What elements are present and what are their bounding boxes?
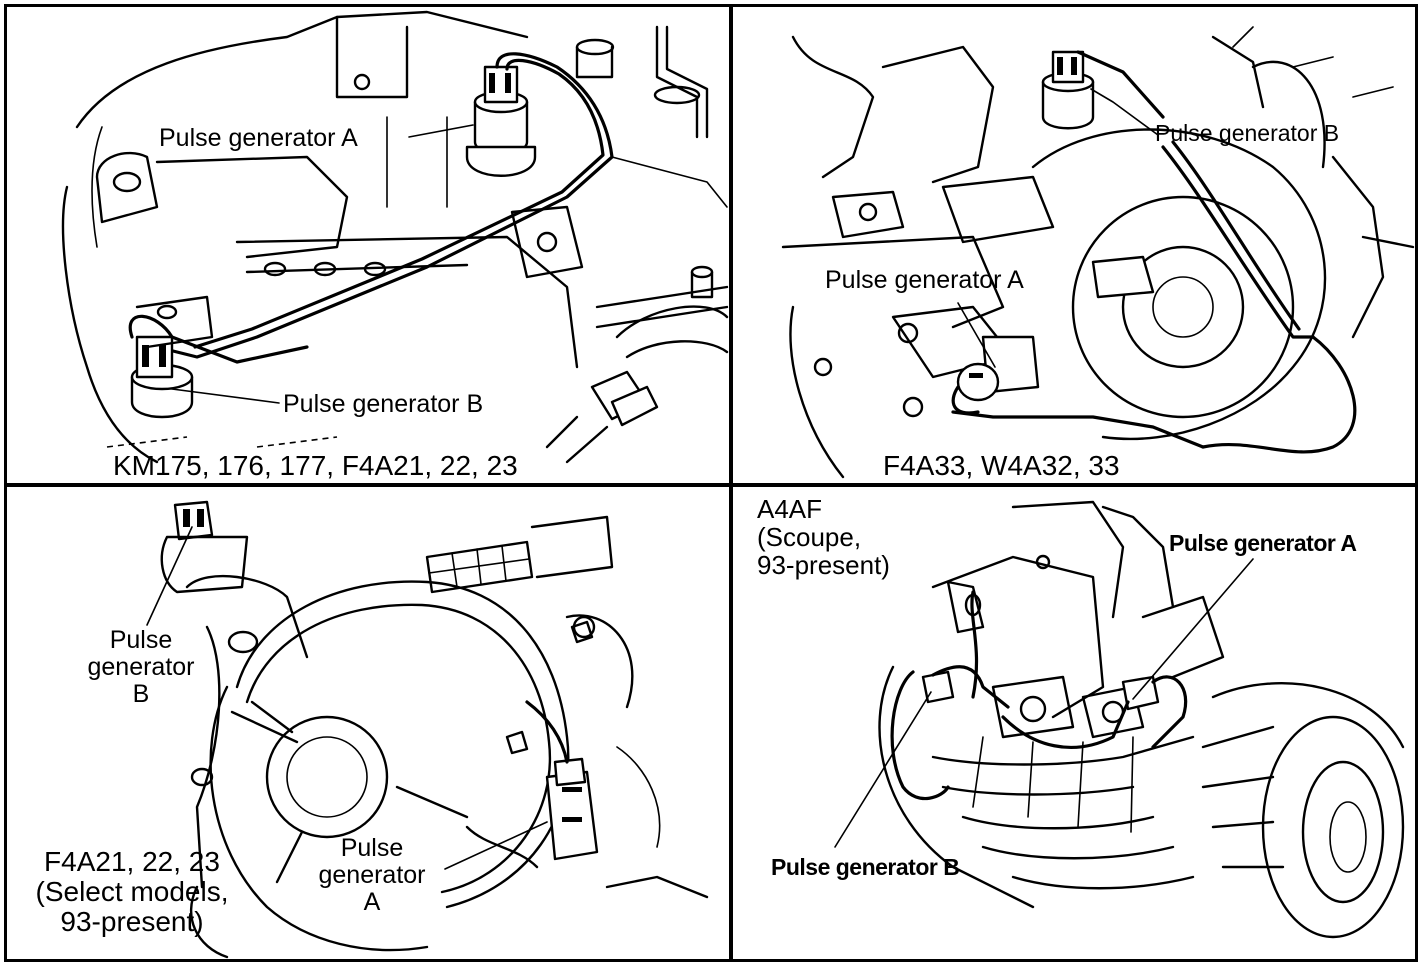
pulse-generator-b-label: Pulse generator B <box>283 390 484 418</box>
transaxle-illustration-km175 <box>61 10 729 464</box>
transaxle-illustration-f4a21 <box>146 500 709 959</box>
pulse-generator-b-label: Pulse generator B <box>87 626 195 708</box>
panel-top-right: Pulse generator B Pulse generator A F4A3… <box>730 4 1418 486</box>
pulse-generator-b-label: Pulse generator B <box>1155 120 1340 146</box>
panel-caption: KM175, 176, 177, F4A21, 22, 23 <box>113 450 518 481</box>
pulse-generator-a-label: Pulse generator A <box>825 266 1024 294</box>
pulse-generator-a-label: Pulse generator A <box>159 124 358 152</box>
panel-top-left: Pulse generator A Pulse generator B KM17… <box>4 4 732 486</box>
panel-caption: F4A33, W4A32, 33 <box>883 450 1120 481</box>
panel-caption: A4AF (Scoupe, 93-present) <box>757 494 890 581</box>
pulse-generator-a-label: Pulse generator A <box>1169 530 1357 556</box>
panel-bottom-left: Pulse generator B Pulse generator A F4A2… <box>4 484 732 962</box>
pulse-generator-a-label: Pulse generator A <box>318 834 426 916</box>
transaxle-illustration-f4a33 <box>781 26 1415 479</box>
pulse-generator-b-label: Pulse generator B <box>771 854 960 880</box>
panel-caption: F4A21, 22, 23 (Select models, 93-present… <box>35 846 229 938</box>
transaxle-illustration-a4af <box>834 500 1405 939</box>
panel-bottom-right: Pulse generator A Pulse generator B A4AF… <box>730 484 1418 962</box>
